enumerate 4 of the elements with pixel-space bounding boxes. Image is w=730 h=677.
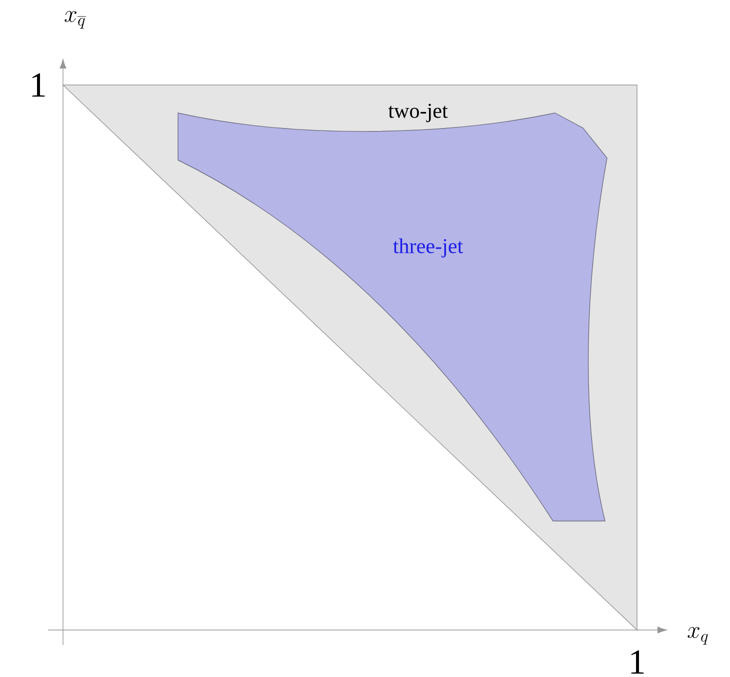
- axis-label: $x_{\overline{q}}$: [64, 11, 86, 29]
- tick-label: 1: [32, 73, 45, 97]
- axis-label: $x_q$: [688, 627, 708, 645]
- tick-label: 1: [631, 650, 644, 674]
